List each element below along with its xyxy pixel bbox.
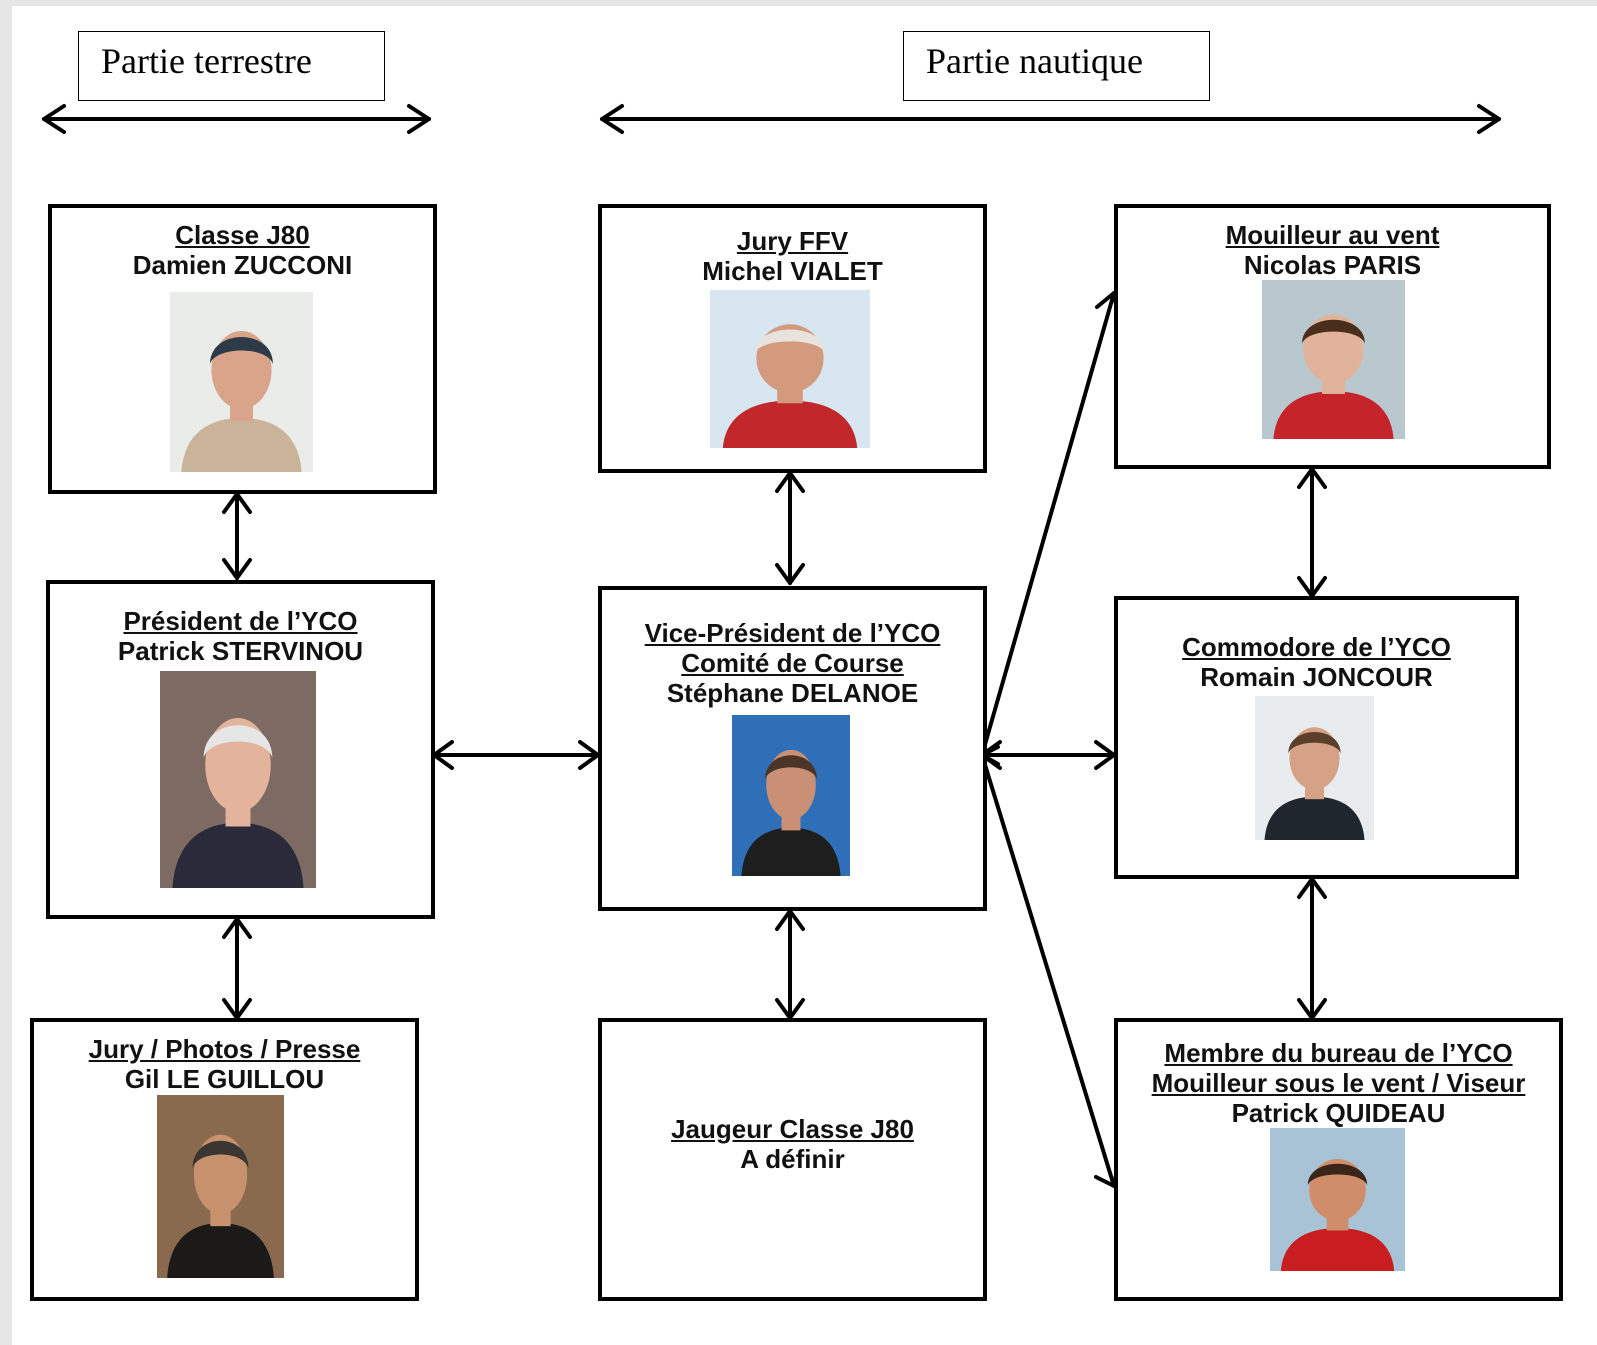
connector-vice-president-mouilleur xyxy=(970,291,1120,757)
role-label: Président de l’YCO xyxy=(123,606,358,636)
connector-classe-president xyxy=(222,492,252,580)
person-name: A définir xyxy=(740,1144,845,1174)
box-classe-j80: Classe J80 Damien ZUCCONI xyxy=(48,204,437,494)
role-label-1: Membre du bureau de l’YCO xyxy=(1164,1038,1513,1068)
connector-vice-president-membre xyxy=(974,753,1120,1188)
box-membre-bureau: Membre du bureau de l’YCO Mouilleur sous… xyxy=(1114,1018,1563,1301)
org-chart: Partie terrestre Partie nautique Classe … xyxy=(12,6,1597,1345)
connector-mouilleur-commodore xyxy=(1297,467,1327,598)
box-vice-president: Vice-Président de l’YCO Comité de Course… xyxy=(598,586,987,911)
portrait-graphic xyxy=(1270,1128,1405,1271)
person-photo xyxy=(170,292,313,472)
role-label: Jury FFV xyxy=(736,226,849,256)
person-photo xyxy=(1255,696,1374,840)
box-mouilleur-vent: Mouilleur au vent Nicolas PARIS xyxy=(1114,204,1551,469)
person-photo xyxy=(157,1095,284,1278)
role-label-2: Comité de Course xyxy=(681,648,904,678)
person-name: Gil LE GUILLOU xyxy=(124,1064,325,1094)
person-name: Patrick STERVINOU xyxy=(117,636,364,666)
connector-vice-president-jaugeur xyxy=(775,909,805,1020)
person-name: Damien ZUCCONI xyxy=(132,250,353,280)
role-label: Jaugeur Classe J80 xyxy=(671,1114,914,1144)
portrait-graphic xyxy=(170,292,313,472)
role-label: Classe J80 xyxy=(175,220,310,250)
person-name: Romain JONCOUR xyxy=(1200,662,1433,692)
role-label-1: Vice-Président de l’YCO xyxy=(644,618,941,648)
person-photo xyxy=(1270,1128,1405,1271)
connector-vice-president-commodore xyxy=(980,740,1116,770)
box-jury-ffv: Jury FFV Michel VIALET xyxy=(598,204,987,473)
land-section-label: Partie terrestre xyxy=(78,31,385,101)
role-label: Mouilleur au vent xyxy=(1225,220,1440,250)
person-photo xyxy=(160,671,316,888)
portrait-graphic xyxy=(157,1095,284,1278)
connector-jury-ffv-vice-president xyxy=(775,471,805,585)
person-name: Patrick QUIDEAU xyxy=(1231,1098,1446,1128)
connector-commodore-membre xyxy=(1297,877,1327,1020)
portrait-graphic xyxy=(1262,280,1405,439)
person-name: Nicolas PARIS xyxy=(1243,250,1422,280)
role-label-2: Mouilleur sous le vent / Viseur xyxy=(1151,1068,1526,1098)
role-label: Jury / Photos / Presse xyxy=(88,1034,361,1064)
connector-president-vice-president xyxy=(432,740,600,770)
box-commodore: Commodore de l’YCO Romain JONCOUR xyxy=(1114,596,1519,879)
portrait-graphic xyxy=(160,671,316,888)
person-name: Michel VIALET xyxy=(702,256,883,286)
connector-layer xyxy=(42,104,1501,1188)
portrait-graphic xyxy=(1255,696,1374,840)
portrait-graphic xyxy=(732,715,850,876)
portrait-graphic xyxy=(710,290,870,448)
nautical-section-arrow xyxy=(600,104,1501,134)
person-name: Stéphane DELANOE xyxy=(666,678,919,708)
box-jaugeur: Jaugeur Classe J80 A définir xyxy=(598,1018,987,1301)
box-jury-photos: Jury / Photos / Presse Gil LE GUILLOU xyxy=(30,1018,419,1301)
nautical-section-label: Partie nautique xyxy=(903,31,1210,101)
person-photo xyxy=(710,290,870,448)
connector-president-jury-photos xyxy=(222,917,252,1020)
land-section-arrow xyxy=(42,104,431,134)
box-president: Président de l’YCO Patrick STERVINOU xyxy=(46,580,435,919)
person-photo xyxy=(732,715,850,876)
person-photo xyxy=(1262,280,1405,439)
role-label: Commodore de l’YCO xyxy=(1182,632,1451,662)
